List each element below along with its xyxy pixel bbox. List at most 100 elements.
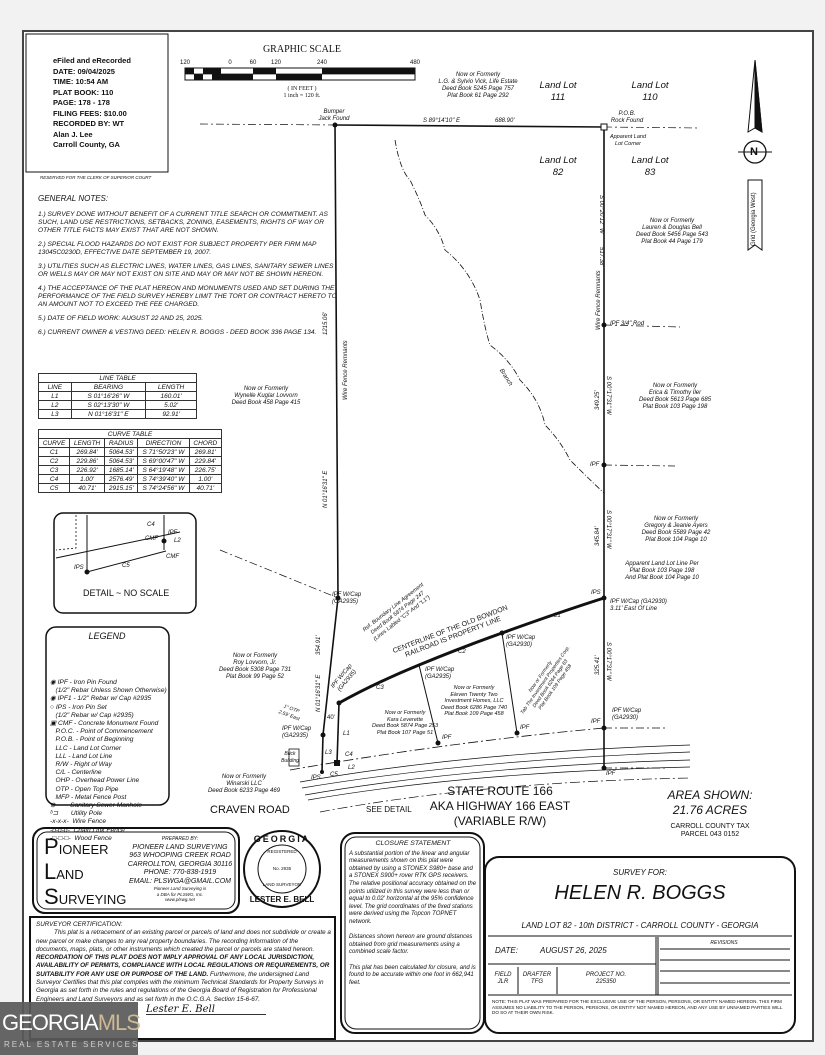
note-item: 6.) CURRENT OWNER & VESTING DEED: HELEN … bbox=[38, 329, 317, 336]
ipf-label: IPF bbox=[591, 719, 601, 725]
curve-label-c2: C2 bbox=[458, 649, 466, 655]
survey-location: LAND LOT 82 - 10th DISTRICT - CARROLL CO… bbox=[521, 921, 759, 930]
tax-line: CARROLL COUNTY TAX bbox=[670, 823, 750, 830]
ips-label: IPS bbox=[591, 590, 601, 596]
area-title: AREA SHOWN: bbox=[667, 788, 753, 802]
cell: 5064.53' bbox=[104, 456, 139, 466]
owner-line: Erica & Timothy Iler bbox=[648, 390, 702, 396]
owner-line: Now or Formerly bbox=[243, 386, 289, 392]
east-bearing-2: S 00°17'31" W bbox=[605, 376, 611, 415]
ipf-cap-se: IPF W/Cap(GA2930) bbox=[612, 708, 641, 722]
ipf-label: IPF bbox=[590, 462, 600, 468]
legend-item: P.O.C. - Point of Commencement bbox=[50, 728, 153, 736]
owner-line: Now or Formerly bbox=[649, 218, 695, 224]
owner-line: Wynelle Kuglar Lovvorn bbox=[234, 393, 298, 399]
ipf-cap-c1: IPF W/Cap(GA2930) bbox=[506, 635, 535, 649]
area-acres: 21.76 ACRES bbox=[672, 803, 748, 817]
owner-line: Deed Book 6233 Page 469 bbox=[207, 788, 281, 794]
lot-number: 111 bbox=[550, 92, 566, 103]
watermark-brand-mls: MLS bbox=[97, 1010, 141, 1035]
dba: a DBA for PLSWG, Inc. bbox=[156, 891, 204, 897]
label-line: IPF W/Cap (GA2930) bbox=[610, 599, 667, 605]
label-line: IPF W/Cap bbox=[332, 592, 362, 598]
cell: C1 bbox=[37, 447, 71, 457]
logo-word: IONEER bbox=[58, 842, 109, 857]
cell: L2 bbox=[38, 400, 72, 410]
note-item: 2.) SPECIAL FLOOD HAZARDS DO NOT EXIST F… bbox=[38, 241, 317, 256]
see-detail-label: SEE DETAIL bbox=[366, 805, 412, 814]
client-name: HELEN R. BOGGS bbox=[554, 882, 726, 904]
address: CARROLLTON, GEORGIA 30116 bbox=[127, 860, 233, 868]
cell: 1.00' bbox=[188, 474, 223, 484]
railroad-centerline bbox=[338, 596, 605, 705]
east-bearing-4: S 00°17'31" W bbox=[605, 642, 611, 681]
lot-label: Land Lot bbox=[631, 80, 669, 91]
cell: 2915.15' bbox=[104, 483, 139, 493]
seal-name: LESTER E. BELL bbox=[249, 895, 315, 904]
owner-line: Now or Formerly bbox=[453, 685, 495, 691]
west-distance: 1215.06' bbox=[323, 312, 329, 335]
east-fence-label: Wire Fence Remnants bbox=[596, 270, 602, 330]
legend-item: OHP - Overhead Power Line bbox=[50, 777, 140, 785]
lot-label: Land Lot bbox=[631, 155, 669, 166]
georgia-mls-watermark: GEORGIAMLS REAL ESTATE SERVICES bbox=[0, 1002, 141, 1055]
label-line: 3.11' East Of Line bbox=[610, 606, 658, 612]
detail-title: DETAIL ~ NO SCALE bbox=[83, 588, 170, 598]
detail-label: CMF bbox=[166, 554, 179, 560]
table-title: LINE TABLE bbox=[38, 373, 197, 383]
legend-item: P.O.B. - Point of Beginning bbox=[50, 736, 134, 744]
cell: 269.84' bbox=[69, 447, 106, 457]
west-distance-2: 354.91' bbox=[316, 635, 322, 656]
legend-item: (1/2" Rebar w/ Cap #2935) bbox=[50, 711, 134, 719]
field-value: JLR bbox=[497, 979, 509, 985]
legend-item: R/W - Right of Way bbox=[50, 761, 112, 769]
owner-line: Deed Book 6286 Page 740 bbox=[440, 704, 508, 711]
project-label: PROJECT NO. bbox=[585, 972, 627, 978]
legend-item: LLC - Land Lot Corner bbox=[50, 744, 122, 752]
cell: 226.75' bbox=[188, 465, 223, 475]
detail-label: IPF bbox=[168, 530, 178, 536]
seal-state: GEORGIA bbox=[253, 834, 311, 844]
legend-item: (1/2" Rebar Unless Shown Otherwise) bbox=[50, 687, 167, 695]
ipf-label: IPF bbox=[442, 735, 452, 741]
closure-paragraph: Distances shown hereon are ground distan… bbox=[349, 934, 473, 956]
cell: S 69°00'47" W bbox=[137, 456, 190, 466]
watermark-sub: REAL ESTATE SERVICES bbox=[4, 1040, 140, 1049]
owner-line: Deed Book 5613 Page 685 bbox=[638, 397, 712, 403]
liability-note: NOTE: THIS PLAT WAS PREPARED FOR THE EXC… bbox=[492, 999, 783, 1016]
cell: S 01°16'26" W bbox=[70, 391, 147, 401]
cell: 229.86' bbox=[69, 456, 106, 466]
note-item: 5.) DATE OF FIELD WORK: AUGUST 22 AND 25… bbox=[38, 315, 204, 322]
scale-tick: 120 bbox=[179, 60, 191, 66]
label-line: Lot Corner bbox=[615, 141, 641, 147]
cell: C3 bbox=[37, 465, 71, 475]
closure-paragraph: A substantial portion of the linear and … bbox=[349, 850, 477, 925]
plat-sheet bbox=[22, 30, 814, 1042]
legend-item: ᵟ⊐ Utility Pole bbox=[50, 810, 103, 818]
north-arrow-icon bbox=[738, 59, 772, 251]
cell: N 01°16'31" E bbox=[70, 409, 147, 419]
logo-word: URVEYING bbox=[58, 892, 127, 907]
col-header: DIRECTION bbox=[137, 438, 190, 448]
label-line: Building bbox=[281, 758, 299, 764]
notes-heading: GENERAL NOTES: bbox=[38, 194, 109, 203]
surveyor-signature: Lester E. Bell bbox=[146, 1004, 266, 1016]
recording-line: DATE: 09/04/2025 bbox=[53, 66, 115, 76]
east-distance-2: 349.25' bbox=[595, 390, 601, 411]
prepared-by: PREPARED BY: bbox=[161, 836, 199, 842]
grid-label: Grid (Georgia West) bbox=[751, 192, 757, 246]
branch-creek bbox=[394, 139, 605, 494]
label-line: (GA2935) bbox=[425, 674, 452, 680]
detail-label: CMF bbox=[145, 536, 158, 542]
